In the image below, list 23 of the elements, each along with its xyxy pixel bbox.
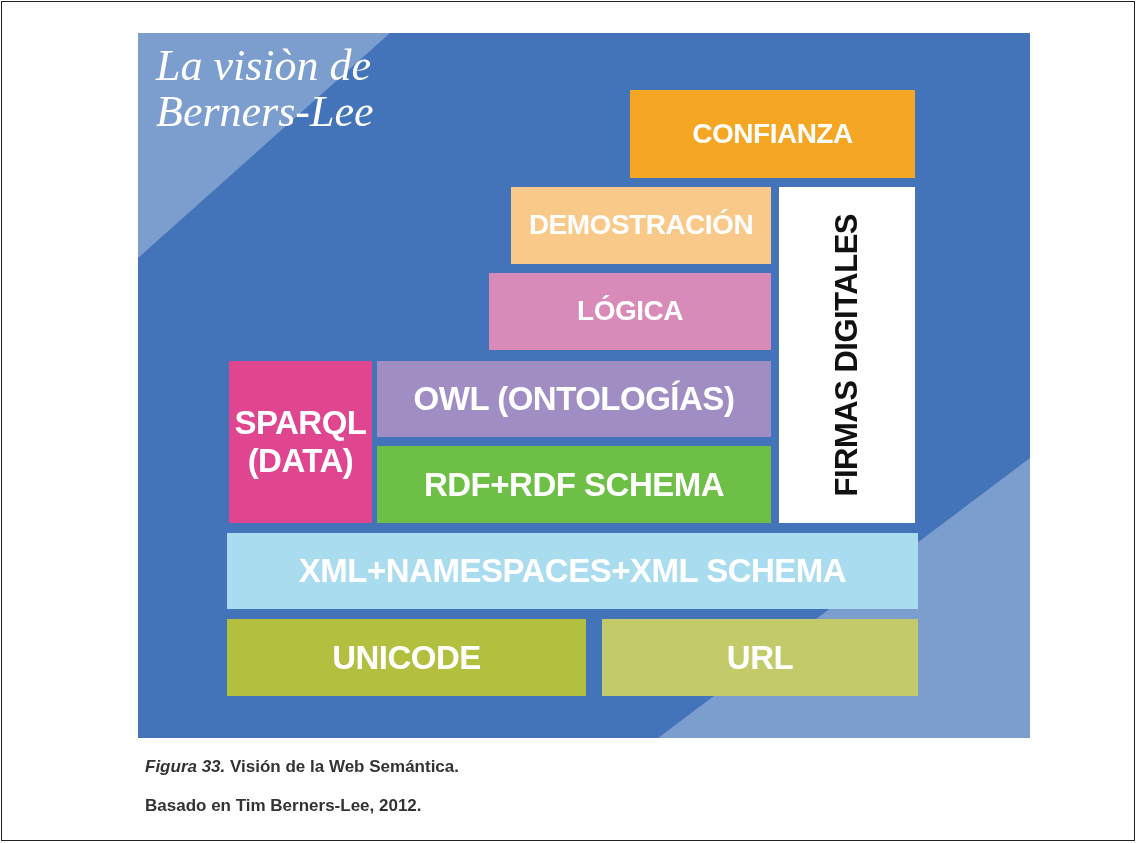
layer-box: [227, 533, 918, 609]
layer-label: XML+NAMESPACES+XML SCHEMA: [298, 552, 847, 590]
layer-box: [630, 90, 915, 178]
layer-box: [489, 273, 771, 350]
layer-box: [779, 187, 915, 523]
layer-label: FIRMAS DIGITALES: [829, 213, 865, 497]
layer-label: RDF+RDF SCHEMA: [423, 465, 725, 504]
layer-box: [227, 619, 586, 696]
layer-box: [602, 619, 918, 696]
layer-label: OWL (ONTOLOGÍAS): [413, 380, 735, 418]
layer-label: LÓGICA: [577, 295, 683, 328]
layer-box: [229, 361, 372, 523]
layer-label: URL: [726, 638, 794, 677]
layer-box: [511, 187, 771, 264]
layer-label: UNICODE: [332, 638, 481, 677]
layer-label: CONFIANZA: [692, 117, 853, 151]
diagram-title: La visiòn de Berners-Lee: [156, 43, 375, 136]
source-note: Basado en Tim Berners-Lee, 2012.: [145, 796, 422, 816]
layer-box: [377, 361, 771, 437]
layer-box: [377, 446, 771, 523]
layer-label: SPARQL (DATA): [234, 404, 367, 480]
figure-caption: Figura 33. Visión de la Web Semántica.: [145, 757, 459, 777]
layer-label: DEMOSTRACIÓN: [528, 209, 754, 242]
